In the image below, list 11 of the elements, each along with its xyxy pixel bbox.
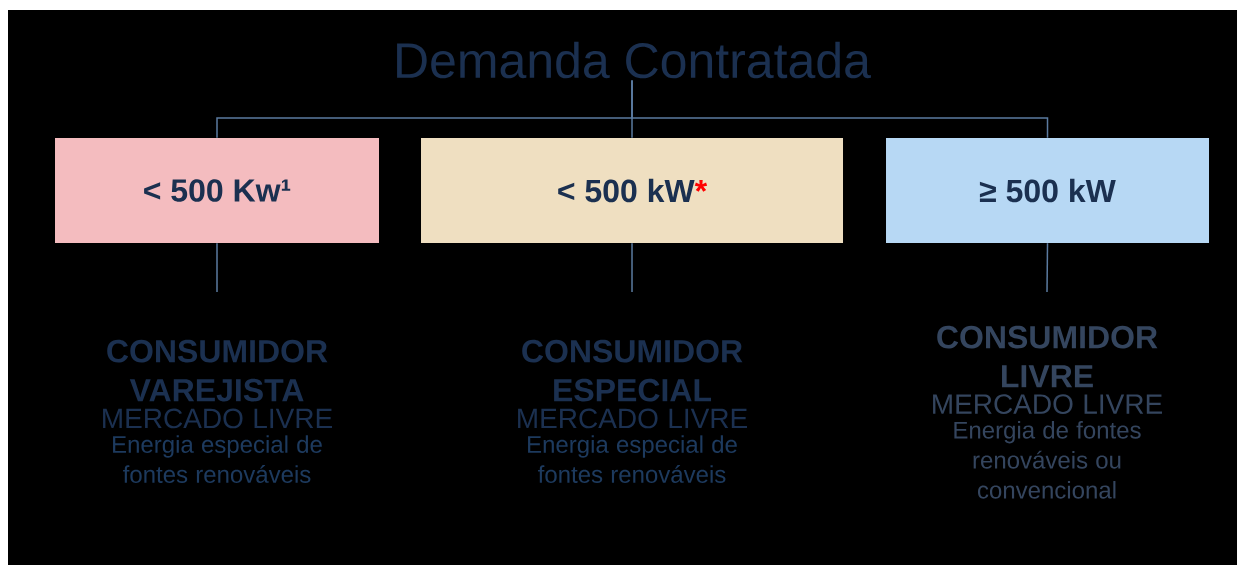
category-description: CONSUMIDOR LIVRE MERCADO LIVRE Energia de fontes renováveis ou convencional	[933, 325, 1162, 499]
category-box: < 500 kW*	[421, 138, 843, 243]
category-box: < 500 Kw¹	[55, 138, 379, 243]
connector-line	[216, 242, 218, 293]
category-description: CONSUMIDOR VAREJISTA MERCADO LIVRE Energia especial de fontes renováveis	[103, 339, 332, 483]
connector-line	[631, 242, 633, 293]
category-box: ≥ 500 kW	[886, 138, 1209, 243]
category-description: CONSUMIDOR ESPECIAL MERCADO LIVRE Energia especial de fontes renováveis	[518, 339, 747, 483]
connector-line	[1046, 242, 1049, 293]
connector-line	[631, 79, 1049, 139]
title: Demanda Contratada	[397, 41, 871, 79]
